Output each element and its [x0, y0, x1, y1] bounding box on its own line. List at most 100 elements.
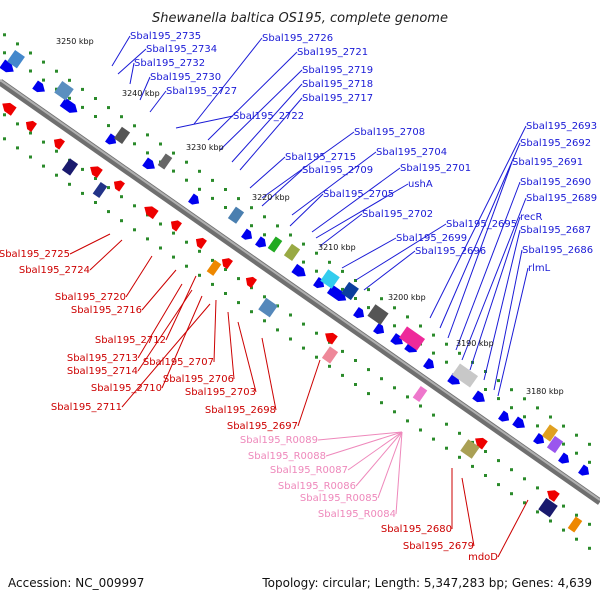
gene-shape [255, 236, 267, 248]
leader-line [239, 97, 303, 171]
tick-dot [484, 450, 487, 453]
gene-label-plus: rlmL [528, 263, 551, 274]
tick-dot [328, 364, 331, 368]
tick-dot [367, 368, 370, 372]
tick-dot [3, 113, 6, 117]
leader-line [291, 151, 377, 216]
tick-dot [276, 224, 279, 228]
tick-dot [3, 33, 6, 37]
leader-line [149, 90, 167, 113]
leader-line [347, 431, 403, 471]
gene-arrow [245, 276, 257, 288]
gene-label-plus: Sbal195_2718 [302, 79, 373, 90]
tick-dot [458, 431, 461, 435]
gene-label-plus: Sbal195_2722 [233, 111, 304, 122]
tick-dot [302, 260, 305, 264]
leader-line [355, 431, 403, 487]
gene-label-minus: mdoD [468, 552, 498, 563]
feature-track [0, 50, 590, 533]
feature-block [451, 363, 479, 388]
kbp-label: 3230 kbp [186, 143, 224, 152]
tick-dot [107, 106, 110, 110]
tick-dot [3, 137, 6, 141]
tick-dot [237, 277, 240, 281]
tick-dot [211, 196, 214, 200]
tick-dot [510, 492, 513, 496]
leader-line [193, 37, 263, 125]
tick-dot [250, 224, 253, 228]
tick-dot [523, 501, 526, 505]
leader-line [461, 197, 527, 361]
leader-line [249, 156, 286, 189]
gene-shape [59, 97, 78, 113]
tick-dot [42, 78, 45, 82]
gene-label-plus: Sbal195_2693 [526, 121, 597, 132]
gene-shape [2, 102, 17, 116]
leader-line [261, 337, 277, 411]
tick-dot [536, 510, 539, 514]
tick-dot [458, 455, 461, 459]
gene-arrow [90, 166, 103, 179]
leader-line [461, 477, 475, 547]
tick-dot [341, 373, 344, 377]
genome-backbone [0, 79, 600, 505]
gene-shape [221, 258, 233, 270]
gene-shape [25, 120, 37, 132]
gene-label-minus: Sbal195_2710 [91, 383, 162, 394]
gene-arrow [59, 97, 78, 113]
tick-dot [523, 415, 526, 419]
gene-shape [113, 180, 125, 192]
leader-line [439, 142, 521, 329]
gene-arrow [195, 237, 207, 249]
tick-dot [159, 246, 162, 250]
tick-dot [237, 301, 240, 305]
gene-label-plus: Sbal195_2696 [415, 246, 486, 257]
tick-dot [29, 51, 32, 55]
feature-block [341, 281, 359, 301]
rna-label: Sbal195_R0089 [240, 435, 318, 446]
gene-shape [245, 276, 257, 288]
rna-label: Sbal195_R0088 [248, 451, 326, 462]
feature-shape [258, 297, 278, 318]
feature-block [321, 346, 339, 364]
tick-dot [29, 69, 32, 73]
tick-dot [94, 97, 97, 100]
gene-arrow [291, 263, 306, 277]
tick-dot [510, 406, 513, 410]
gene-label-plus: Sbal195_2701 [400, 163, 471, 174]
tick-dot [198, 169, 201, 173]
leader-line [129, 62, 135, 85]
feature-shape [227, 206, 245, 224]
tick-dot [315, 251, 318, 255]
gene-arrow [533, 433, 545, 445]
tick-dot [471, 464, 474, 468]
tick-dot [250, 286, 253, 290]
tick-dot [81, 191, 84, 195]
gene-shape [188, 193, 200, 205]
feature-block [460, 439, 480, 459]
gene-arrow [0, 59, 14, 73]
tick-dot [406, 419, 409, 423]
tick-dot [29, 155, 32, 159]
leader-line [289, 193, 324, 227]
feature-block [398, 326, 426, 351]
tick-dot [185, 178, 188, 182]
feature-block [206, 259, 222, 276]
leader-line [311, 167, 401, 233]
tick-dot [367, 306, 370, 310]
gene-label-minus: Sbal195_2712 [95, 335, 166, 346]
tick-dot [562, 528, 565, 532]
leader-line [213, 299, 217, 363]
tick-dot [224, 292, 227, 295]
feature-shape [341, 281, 359, 301]
kbp-label: 3250 kbp [56, 37, 94, 46]
gene-shape [326, 284, 347, 301]
gene-shape [373, 323, 385, 335]
gene-arrow [2, 102, 17, 116]
feature-block [113, 126, 131, 145]
tick-dot [354, 297, 357, 300]
gene-shape [390, 333, 403, 345]
gene-label-plus: recR [520, 212, 543, 223]
